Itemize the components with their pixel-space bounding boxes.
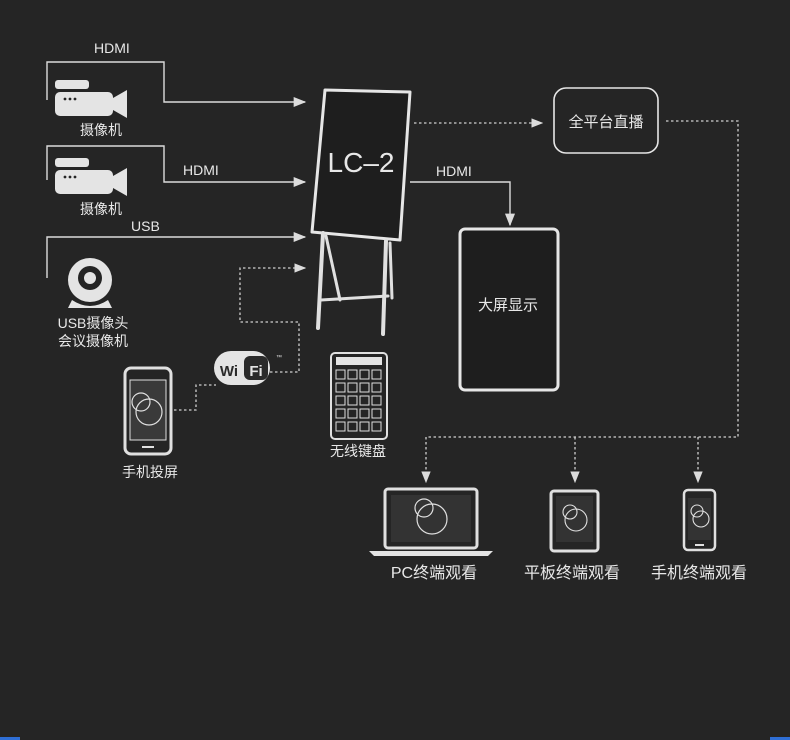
lc2-label: LC–2 (328, 147, 395, 178)
corner-accent-left (0, 737, 20, 740)
hdmi-label-3: HDMI (436, 163, 472, 179)
corner-accent-right (770, 737, 790, 740)
usb-camera-label-line2: 会议摄像机 (58, 333, 128, 349)
lc2-easel-display (310, 88, 412, 336)
svg-text:™: ™ (276, 354, 282, 361)
video-camera-icon (55, 158, 127, 196)
keypad-key (371, 395, 382, 406)
big-screen-label: 大屏显示 (478, 297, 538, 314)
hdmi-connection-camera2 (46, 145, 307, 188)
usb-label: USB (131, 218, 160, 234)
laptop-icon (369, 487, 493, 556)
keypad-key (347, 369, 358, 380)
keypad-key (335, 408, 346, 419)
phone-label: 手机终端观看 (651, 564, 747, 582)
hdmi-connection-bigscreen (410, 181, 516, 227)
keypad-key (335, 382, 346, 393)
pc-label: PC终端观看 (391, 564, 477, 582)
keypad-key (359, 382, 370, 393)
keypad-key (335, 369, 346, 380)
large-display-screen (458, 227, 560, 392)
keypad-key (371, 421, 382, 432)
svg-text:Fi: Fi (249, 363, 262, 380)
camera2-label: 摄像机 (80, 201, 122, 217)
wireless-connection-phone-cast (174, 263, 307, 411)
keypad-key (359, 369, 370, 380)
tablet-icon (549, 489, 600, 553)
keypad-key (359, 421, 370, 432)
camera1-label: 摄像机 (80, 122, 122, 138)
smartphone-icon (123, 366, 173, 456)
hdmi-connection-camera1 (46, 61, 307, 108)
hdmi-label-1: HDMI (94, 40, 130, 56)
keypad-icon (330, 352, 388, 440)
wifi-icon: Wi Fi ™ (214, 351, 282, 385)
webcam-icon (68, 258, 112, 308)
hdmi-label-2: HDMI (183, 162, 219, 178)
phone-cast-label: 手机投屏 (122, 464, 178, 480)
keyboard-label: 无线键盘 (330, 443, 386, 459)
video-camera-icon (55, 80, 127, 118)
usb-connection (46, 231, 307, 278)
keypad-key (359, 408, 370, 419)
tablet-label: 平板终端观看 (524, 564, 620, 582)
stream-connection-terminals (421, 120, 739, 484)
keypad-key (371, 408, 382, 419)
usb-camera-label-line1: USB摄像头 (58, 315, 129, 331)
keypad-key (371, 369, 382, 380)
keypad-key (335, 395, 346, 406)
svg-text:Wi: Wi (220, 363, 238, 380)
keypad-key (359, 395, 370, 406)
keypad-key (347, 408, 358, 419)
keypad-key (335, 421, 346, 432)
keypad-key (371, 382, 382, 393)
keypad-key (347, 382, 358, 393)
live-label: 全平台直播 (568, 113, 643, 131)
keypad-key (347, 395, 358, 406)
live-broadcast-box (553, 87, 659, 154)
keypad-key (347, 421, 358, 432)
smartphone-icon (682, 488, 717, 552)
